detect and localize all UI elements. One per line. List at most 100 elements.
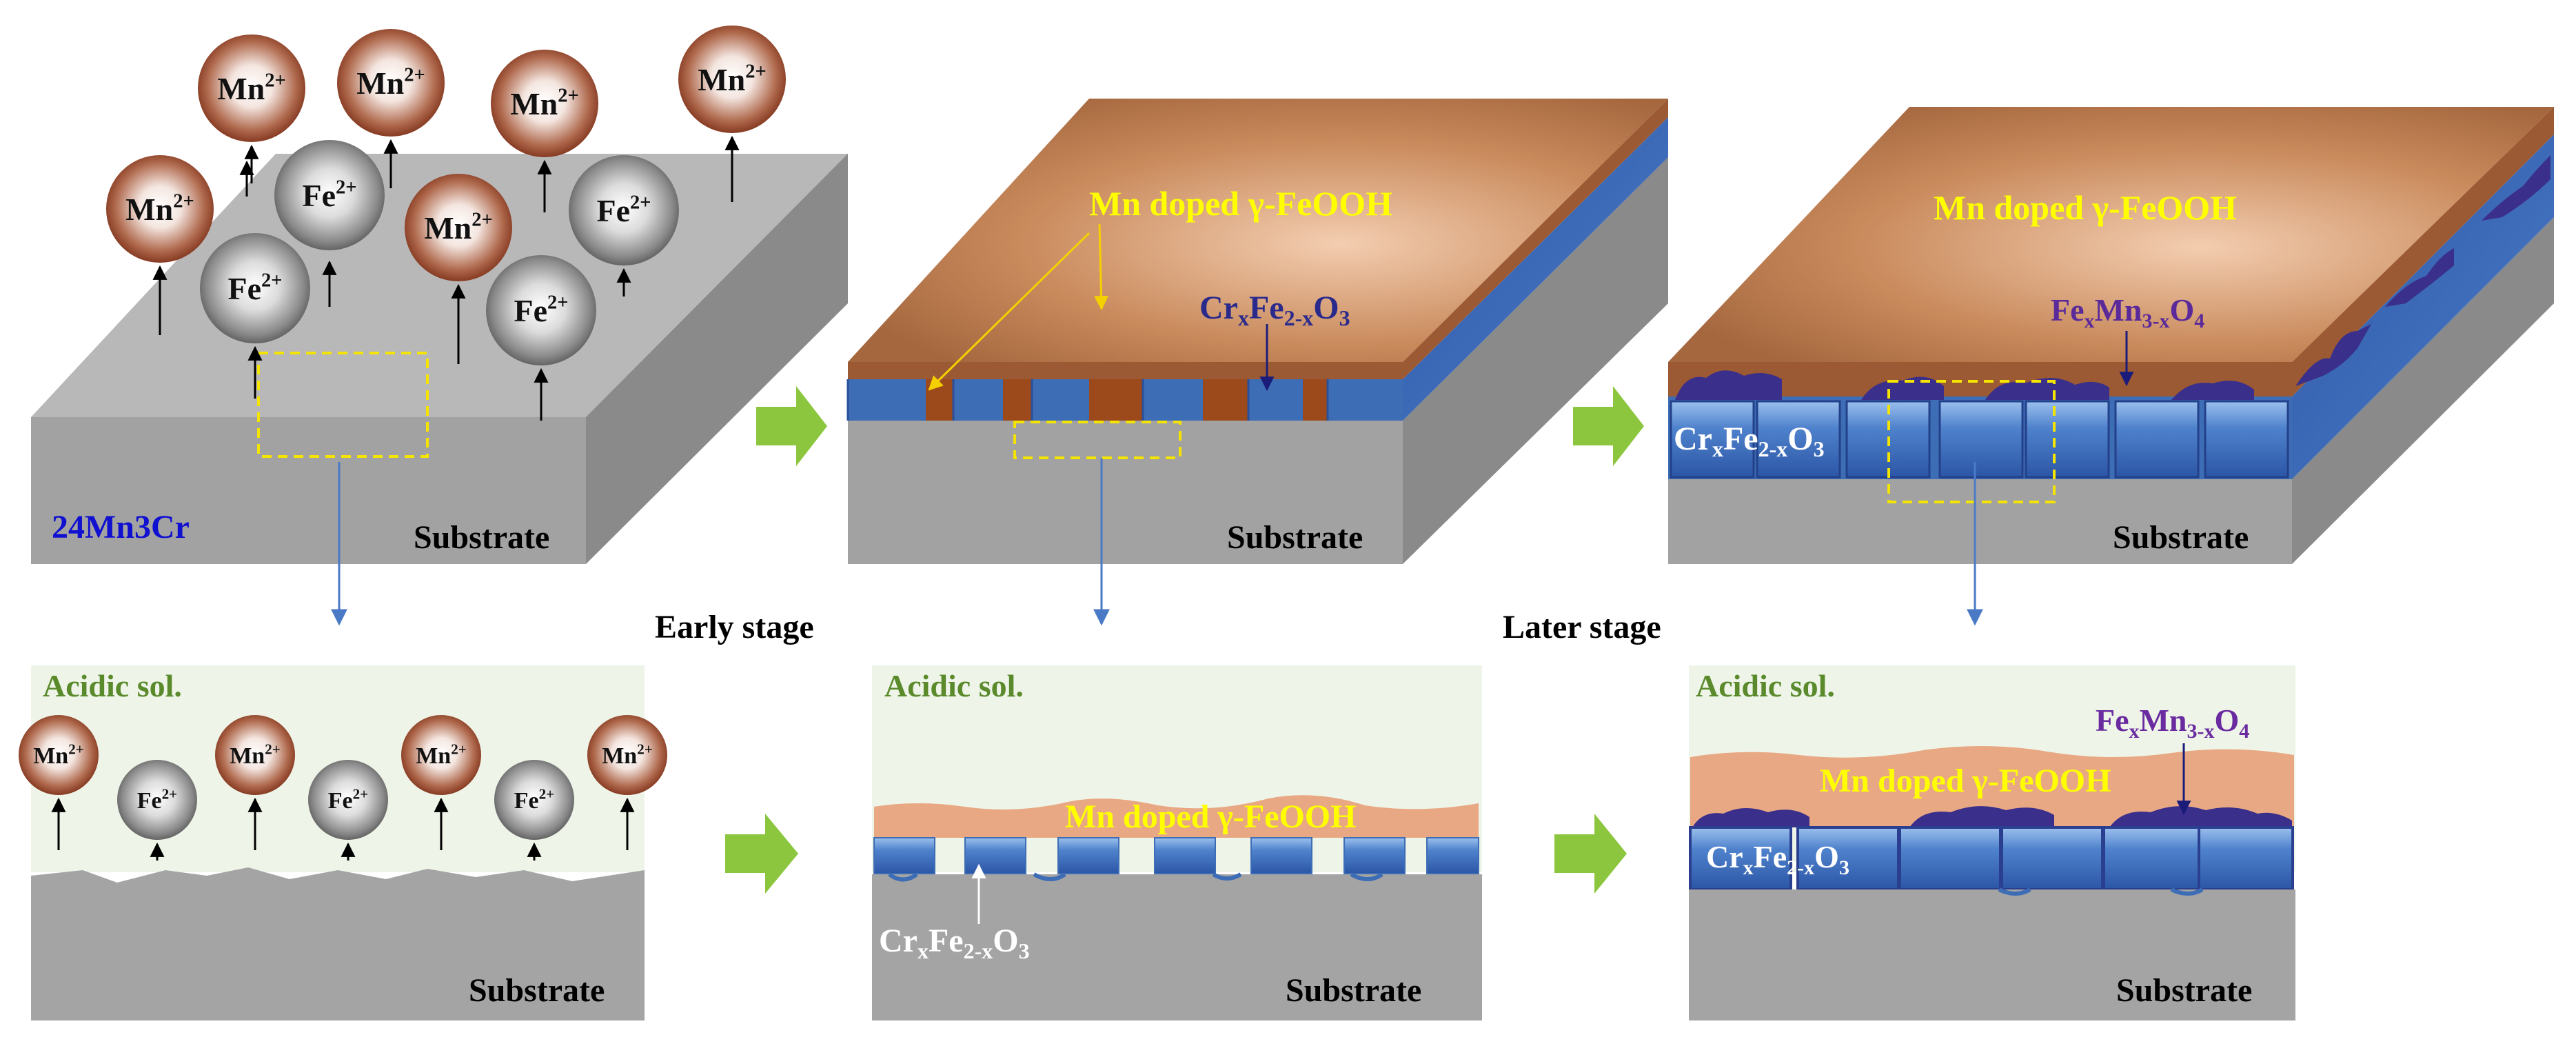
feooh-top-face [848, 99, 1668, 362]
stage-arrow-top-1 [756, 386, 827, 466]
acidic-solution-label: Acidic sol. [884, 668, 1024, 703]
oxide-cell [873, 837, 935, 874]
mn-ion: Mn2+ [405, 174, 512, 364]
ion-sphere [308, 760, 388, 840]
feooh-front-face [848, 362, 1403, 379]
oxide-cell [2102, 826, 2206, 891]
feooh-side-face [2292, 107, 2554, 396]
feooh-section-layer [874, 795, 1479, 838]
spinel-bumps-side [2295, 155, 2550, 386]
ion-sphere [106, 155, 214, 263]
ion-sphere [19, 715, 99, 795]
oxide-cell [964, 837, 1026, 874]
ion-sphere [117, 760, 197, 840]
ion-sphere [401, 715, 481, 795]
oxide-section-cells [873, 837, 1479, 874]
pits-blue [1998, 887, 2204, 896]
oxide-cell [2025, 400, 2110, 479]
substrate-label: Substrate [469, 972, 605, 1009]
panel-initial-3d: 24Mn3Cr Substrate Mn2+Mn2+Mn2+Mn2+Mn2+Mn… [31, 26, 848, 626]
ion-label: Fe2+ [227, 270, 282, 306]
substrate-section [1689, 889, 2295, 1020]
ion-group-panel4: Mn2+Fe2+Mn2+Fe2+Mn2+Fe2+Mn2+ [19, 715, 667, 861]
oxide-cell [2000, 826, 2104, 891]
ion-label: Mn2+ [698, 61, 767, 97]
fe-ion: Fe2+ [494, 760, 574, 861]
substrate-side-face [2292, 217, 2554, 564]
oxide-section-cells [1689, 826, 2294, 891]
mn-ion: Mn2+ [198, 34, 305, 183]
mn-ion: Mn2+ [106, 155, 214, 335]
stage-arrow-bottom-2 [1554, 814, 1627, 894]
oxide-cell [1426, 837, 1479, 874]
fe-ion: Fe2+ [200, 233, 310, 399]
feooh-pillar [1003, 379, 1032, 421]
substrate-rough-section [31, 867, 645, 1020]
ion-sphere [486, 255, 596, 365]
fe-ion: Fe2+ [569, 155, 679, 296]
oxide-cell [2198, 826, 2294, 891]
feooh-pillars [846, 379, 1329, 421]
substrate-label: Substrate [2116, 972, 2252, 1009]
ion-label: Mn2+ [125, 191, 194, 227]
ion-label: Fe2+ [514, 292, 568, 328]
substrate-side-face [1403, 157, 1668, 564]
spinel-label: FexMn3-xO4 [2096, 703, 2249, 743]
ion-sphere [569, 155, 679, 265]
mn-ion: Mn2+ [491, 50, 598, 212]
chromite-label: CrxFe2-xO3 [879, 923, 1030, 963]
feooh-section-layer [1690, 745, 2294, 827]
oxide-side-face [1403, 117, 1668, 421]
stage-arrow-top-2 [1573, 386, 1644, 466]
later-stage-label: Later stage [1503, 609, 1661, 645]
ion-sphere [405, 174, 512, 281]
feooh-pillar [926, 379, 953, 421]
ion-label: Mn2+ [602, 741, 653, 769]
ion-label: Fe2+ [302, 177, 356, 213]
substrate-front-face [848, 421, 1403, 564]
ion-sphere [200, 233, 310, 343]
oxide-cell [2204, 400, 2289, 479]
stage-arrow-bottom-1 [725, 814, 798, 894]
feooh-side-face [1403, 99, 1668, 379]
fe-ion: Fe2+ [274, 140, 385, 250]
fe-ion: Fe2+ [308, 760, 388, 861]
oxide-cell [1898, 826, 2002, 891]
ion-label: Mn2+ [33, 741, 84, 769]
oxide-cell [1938, 400, 2024, 479]
feooh-pointer-2 [928, 232, 1091, 391]
mn-ion: Mn2+ [19, 715, 99, 850]
oxide-cell [2114, 400, 2200, 479]
ion-label: Mn2+ [416, 741, 467, 769]
ion-label: Fe2+ [596, 192, 651, 228]
mn-ion: Mn2+ [678, 26, 786, 202]
acidic-solution-label: Acidic sol. [43, 668, 182, 703]
oxide-cell [1154, 837, 1216, 874]
ion-sphere [491, 50, 598, 157]
ion-label: Mn2+ [356, 65, 425, 101]
chromite-label: CrxFe2-xO3 [1199, 290, 1350, 330]
ion-sphere [337, 29, 445, 137]
mn-ion: Mn2+ [587, 715, 667, 850]
ion-label: Mn2+ [424, 210, 493, 245]
selection-box [1887, 380, 2056, 503]
feooh-top-face [1668, 107, 2554, 362]
substrate-front-face [1668, 479, 2292, 564]
ion-sphere [274, 140, 385, 250]
substrate-label: Substrate [414, 519, 549, 556]
substrate-label: Substrate [1286, 972, 1421, 1009]
pits-blue [888, 872, 1383, 882]
feooh-pointer-1 [1094, 223, 1109, 311]
mn-ion: Mn2+ [337, 29, 445, 188]
ion-label: Fe2+ [328, 785, 368, 814]
panel-early-section: Acidic sol. Mn doped γ-FeOOH CrxFe2-xO3 … [872, 665, 1482, 1020]
ion-label: Fe2+ [514, 785, 554, 814]
panel-later-section: Acidic sol. FexMn3-xO4 Mn doped γ-FeOOH … [1689, 665, 2295, 1020]
ion-sphere [215, 715, 295, 795]
oxide-cell [1057, 837, 1119, 874]
spinel-label: FexMn3-xO4 [2051, 292, 2204, 332]
fe-ion: Fe2+ [486, 255, 596, 421]
alloy-label: 24Mn3Cr [52, 509, 190, 545]
feooh-pillar [1303, 379, 1328, 421]
early-stage-label: Early stage [655, 609, 814, 645]
